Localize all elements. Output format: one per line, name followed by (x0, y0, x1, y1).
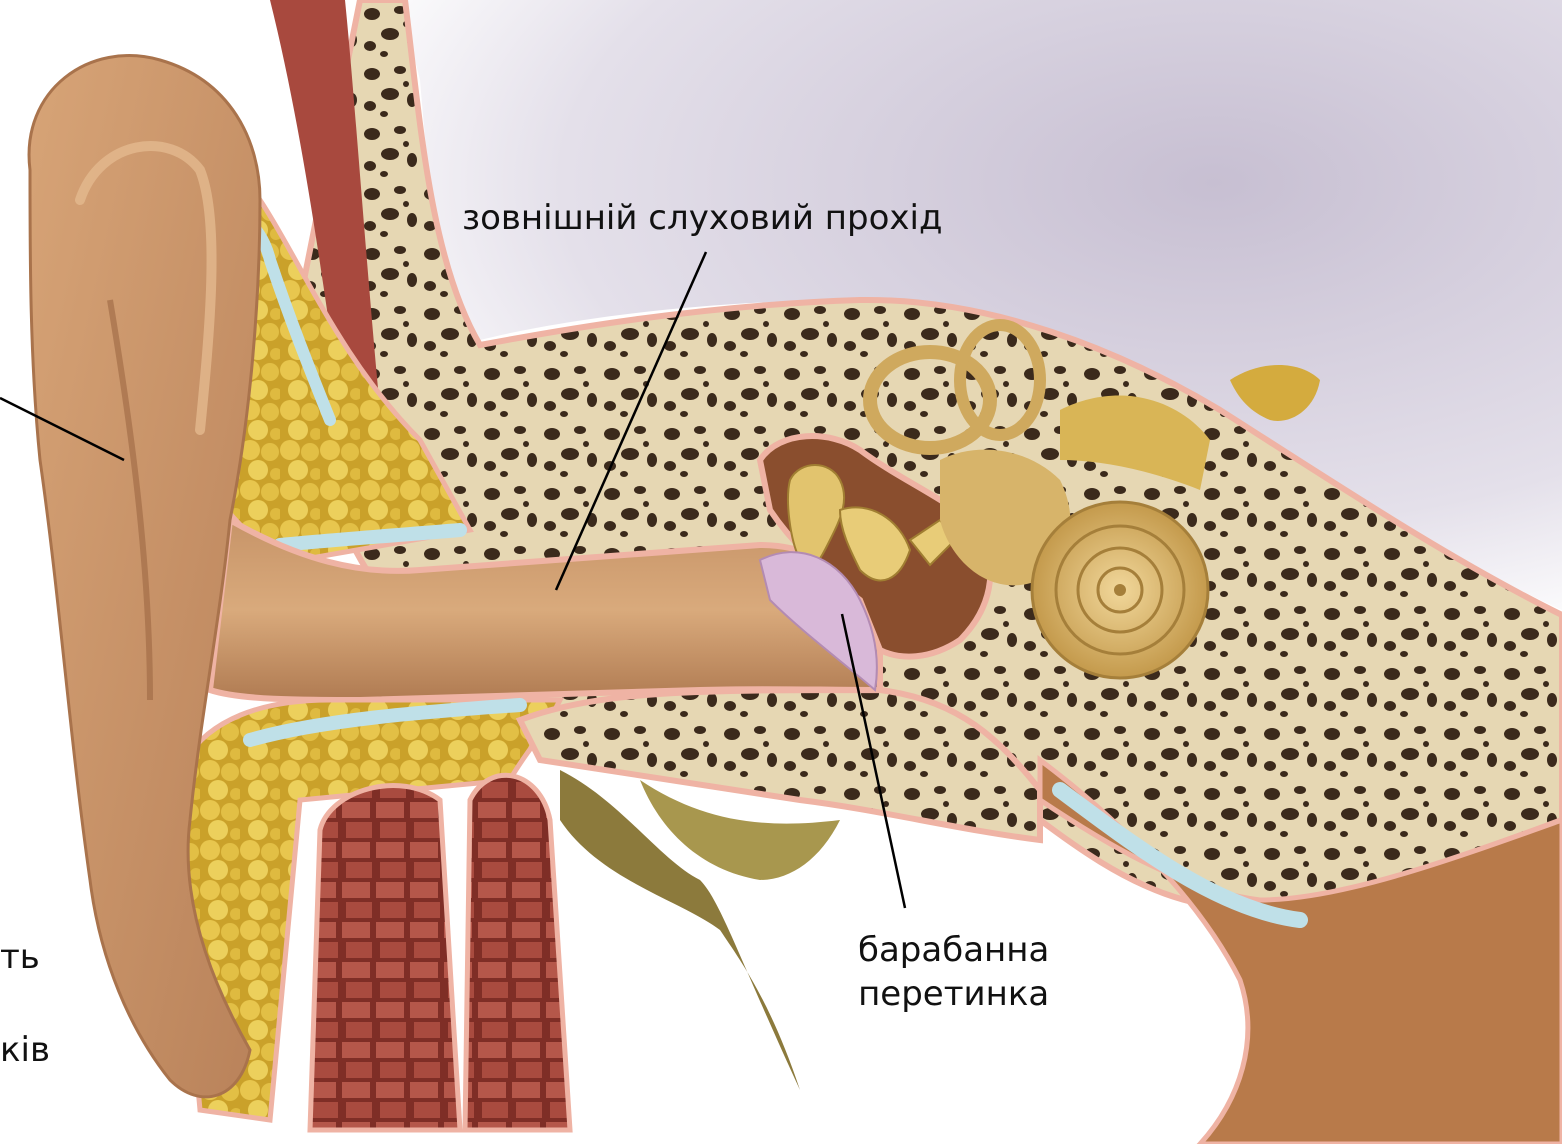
label-cut-left-1: ть (0, 935, 40, 979)
label-eardrum-line2: перетинка (858, 972, 1049, 1016)
cochlea (1032, 502, 1208, 678)
label-ear-canal: зовнішній слуховий прохід (462, 196, 942, 240)
label-eardrum: барабанна перетинка (858, 928, 1049, 1016)
label-eardrum-line1: барабанна (858, 928, 1049, 972)
lower-muscle-right (465, 775, 570, 1130)
lower-muscle-left (310, 786, 460, 1130)
label-cut-left-2: ків (0, 1028, 50, 1072)
